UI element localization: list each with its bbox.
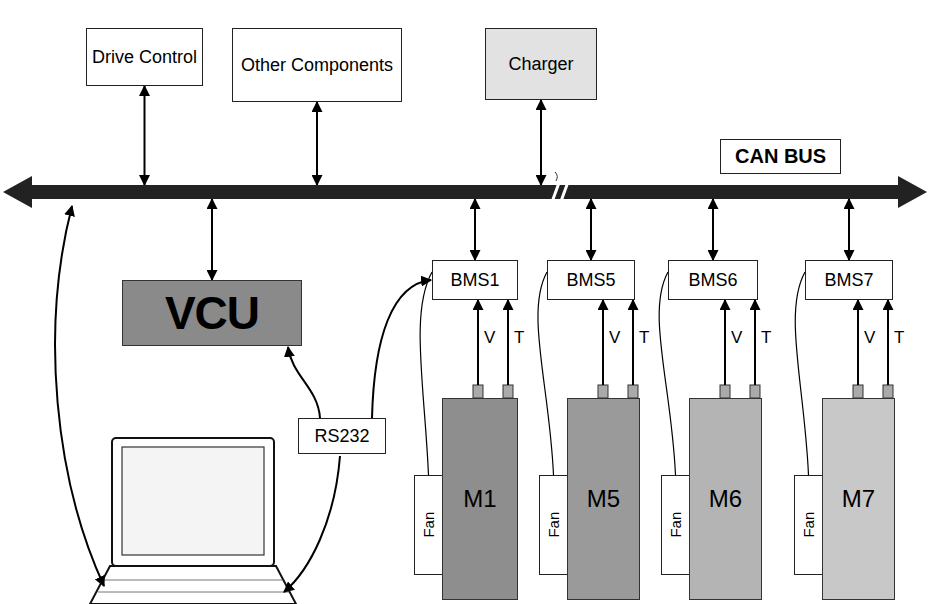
connector (712, 199, 714, 260)
bms-box: BMS5 (547, 260, 635, 300)
interface-box: RS232 (298, 418, 386, 454)
laptop (90, 438, 296, 604)
node-label: Other Components (241, 55, 393, 76)
fan-box: Fan (414, 475, 443, 575)
laptop-bus-link (55, 206, 104, 586)
connector (724, 300, 726, 385)
connector (602, 300, 604, 385)
battery-module: M1 (442, 398, 518, 600)
can-bus: CAN BUS (28, 185, 900, 199)
connector (887, 300, 889, 385)
signal-label: T (759, 329, 773, 348)
node-label: Fan (545, 512, 562, 538)
connector (632, 300, 634, 385)
connector (507, 300, 509, 385)
fan-box: Fan (794, 475, 823, 575)
connector (420, 272, 432, 475)
connector (538, 272, 554, 475)
node-label: M5 (587, 485, 620, 513)
node-label: BMS7 (824, 270, 873, 291)
node-label: Fan (800, 512, 817, 538)
node-label: VCU (165, 287, 259, 340)
connector (659, 272, 675, 475)
bus-label: CAN BUS (720, 139, 841, 174)
connector (144, 86, 146, 185)
node-label: Charger (508, 54, 573, 75)
serial-cable (284, 456, 340, 592)
node-label: Fan (420, 512, 437, 538)
connector (848, 199, 850, 260)
node-label: M6 (709, 485, 742, 513)
bms-box: BMS6 (668, 260, 758, 300)
connector (857, 300, 859, 385)
component-box: Other Components (232, 28, 402, 102)
signal-label: V (862, 329, 877, 348)
node-label: Drive Control (92, 47, 197, 68)
signal-label: V (607, 329, 622, 348)
node-label: BMS5 (566, 270, 615, 291)
node-label: RS232 (314, 426, 369, 447)
bms-box: BMS1 (432, 260, 518, 300)
component-box: Drive Control (86, 28, 203, 86)
node-label: BMS6 (688, 270, 737, 291)
signal-label: V (729, 329, 744, 348)
signal-label: T (512, 329, 526, 348)
connector (540, 100, 542, 185)
node-label: Fan (667, 512, 684, 538)
bus-arrowhead (898, 176, 927, 208)
connector (590, 199, 592, 260)
battery-module: M5 (567, 398, 640, 600)
connector (211, 199, 213, 280)
signal-label: T (892, 329, 906, 348)
component-box: Charger (485, 28, 597, 100)
node-label: BMS1 (450, 270, 499, 291)
vcu-box: VCU (122, 280, 302, 346)
node-label: M7 (842, 485, 875, 513)
fan-box: Fan (539, 475, 568, 575)
bms-box: BMS7 (805, 260, 893, 300)
fan-box: Fan (661, 475, 690, 575)
battery-module: M7 (822, 398, 895, 600)
battery-terminal (473, 385, 893, 398)
connector (474, 199, 476, 260)
signal-label: T (637, 329, 651, 348)
connector (288, 347, 320, 418)
battery-module: M6 (689, 398, 762, 600)
connector (477, 300, 479, 385)
signal-label: V (482, 329, 497, 348)
node-label: M1 (463, 485, 496, 513)
connector (795, 272, 808, 475)
connector (316, 102, 318, 185)
connector (754, 300, 756, 385)
